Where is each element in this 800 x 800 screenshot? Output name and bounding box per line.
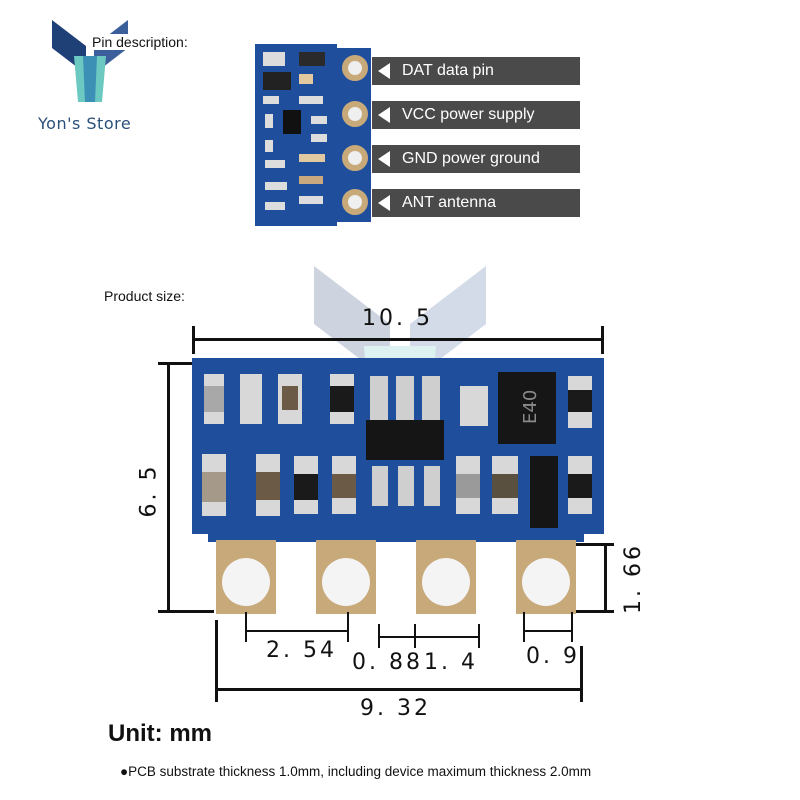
pad-width-value: 0. 9: [526, 644, 580, 669]
pin-label-text: DAT data pin: [402, 62, 494, 79]
pad-height-tick-bottom: [576, 610, 614, 613]
product-size-label: Product size:: [104, 288, 185, 304]
pin-description-label: Pin description:: [92, 34, 188, 50]
thickness-note: ●PCB substrate thickness 1.0mm, includin…: [120, 764, 592, 779]
height-value: 6. 5: [136, 463, 162, 518]
pin-label-text: VCC power supply: [402, 106, 535, 123]
pin-label-ant: ANT antenna: [372, 189, 580, 217]
pad-height-value: 1. 66: [620, 543, 646, 614]
module-top-view: [255, 44, 375, 226]
height-dimension-line: [167, 362, 170, 612]
store-name: Yon's Store: [38, 114, 132, 133]
gap-line: [379, 636, 479, 638]
arrow-left-icon: [378, 107, 390, 123]
gap-a-value: 0. 88: [352, 650, 423, 675]
gap-b-value: 1. 4: [424, 650, 478, 675]
height-tick-bottom: [158, 610, 214, 613]
logo-mark-icon: [52, 20, 128, 102]
pitch-tick-left: [245, 612, 247, 642]
gap-tick-a: [378, 624, 380, 648]
span-value: 9. 32: [360, 696, 431, 721]
pad-width-line: [524, 630, 572, 632]
store-logo: [50, 18, 130, 108]
pin-label-text: GND power ground: [402, 150, 540, 167]
gap-tick-b: [414, 624, 416, 648]
height-tick-top: [158, 362, 192, 365]
width-tick-left: [192, 326, 195, 354]
pitch-line: [246, 630, 348, 632]
width-dimension-line: [193, 338, 603, 341]
arrow-left-icon: [378, 151, 390, 167]
width-tick-right: [601, 326, 604, 354]
width-value: 10. 5: [362, 306, 433, 331]
module-dimension-view: E40: [190, 356, 610, 618]
pad-height-tick-top: [576, 543, 614, 546]
arrow-left-icon: [378, 195, 390, 211]
pitch-tick-right: [347, 612, 349, 642]
unit-label: Unit: mm: [108, 720, 212, 747]
pad-width-tick-right: [571, 612, 573, 642]
span-tick-right: [580, 646, 583, 702]
pin-label-vcc: VCC power supply: [372, 101, 580, 129]
pad-width-tick-left: [523, 612, 525, 642]
span-tick-left: [215, 620, 218, 702]
pin-label-gnd: GND power ground: [372, 145, 580, 173]
pitch-value: 2. 54: [266, 638, 337, 663]
chip-marking: E40: [520, 390, 541, 424]
gap-tick-c: [478, 624, 480, 648]
span-line: [216, 688, 582, 691]
pin-label-text: ANT antenna: [402, 194, 496, 211]
arrow-left-icon: [378, 63, 390, 79]
pad-height-line: [604, 544, 607, 612]
pin-label-dat: DAT data pin: [372, 57, 580, 85]
